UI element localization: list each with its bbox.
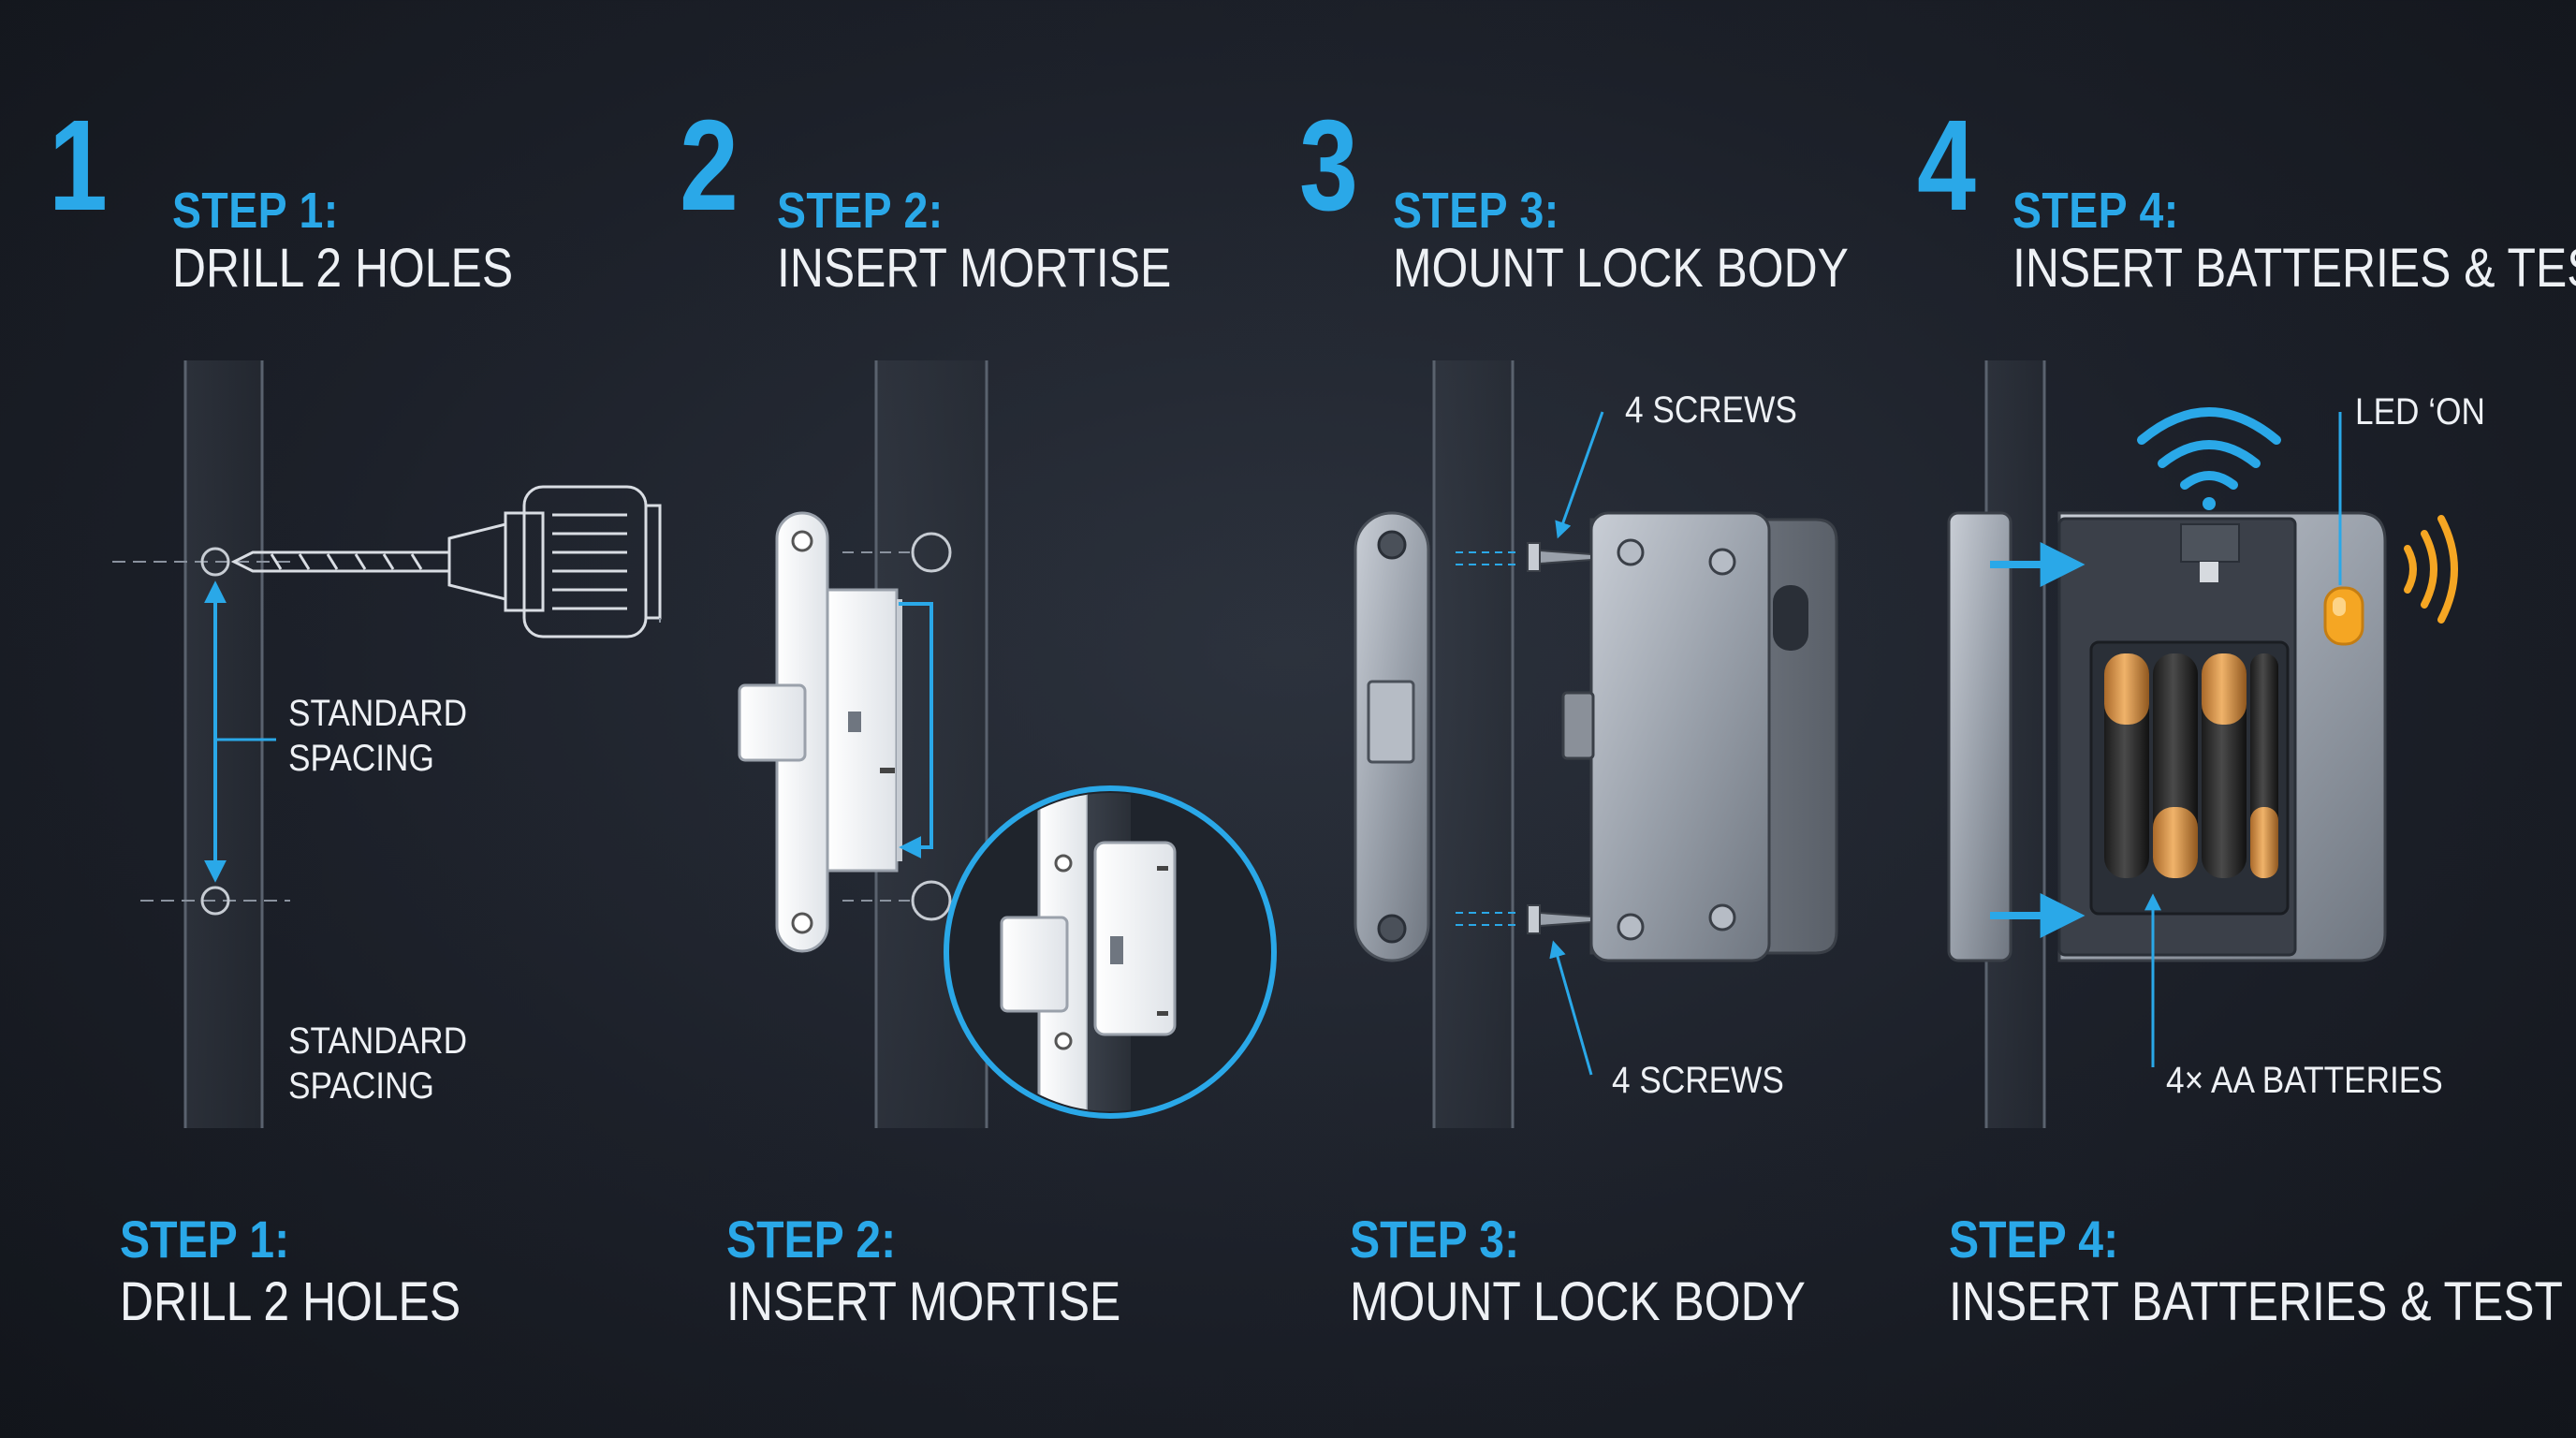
step-2-number: 2 [680, 94, 739, 238]
step-1-number: 1 [49, 94, 108, 238]
step-1-label: STEP 1: [172, 183, 339, 239]
standard-spacing-line-1: STANDARD [288, 1020, 468, 1062]
step-1-title: DRILL 2 HOLES [172, 238, 514, 299]
step-2-label: STEP 2: [777, 183, 944, 239]
bottom-step-1-title: DRILL 2 HOLES [120, 1271, 461, 1332]
standard-spacing-line-1: STANDARD [288, 693, 468, 734]
bottom-step-4-title: INSERT BATTERIES & TEST [1949, 1271, 2563, 1332]
step-3-illustration [1354, 360, 1838, 1128]
drill-icon [230, 485, 662, 638]
led-label: LED ‘ON [2355, 391, 2485, 433]
sound-waves-icon [2404, 515, 2458, 624]
battery-pack-icon [2089, 640, 2290, 916]
standard-spacing-line-2: SPACING [288, 1065, 434, 1107]
bottom-step-1-label: STEP 1: [120, 1210, 290, 1269]
bottom-step-3-title: MOUNT LOCK BODY [1350, 1271, 1806, 1332]
step-3-number: 3 [1299, 94, 1358, 238]
step-1-illustration [112, 360, 662, 1128]
screw-bottom-icon [1456, 904, 1592, 934]
screws-top-label: 4 SCREWS [1625, 389, 1797, 431]
mortise-lock-icon [738, 511, 902, 953]
lock-body-icon [1561, 511, 1838, 962]
step-4-number: 4 [1917, 94, 1976, 238]
step-4-label: STEP 4: [2012, 183, 2179, 239]
wifi-icon [2137, 407, 2281, 490]
bottom-step-3-label: STEP 3: [1350, 1210, 1520, 1269]
screw-top-icon [1456, 542, 1592, 572]
standard-spacing-label-2: STANDARD SPACING [288, 1019, 467, 1108]
standard-spacing-line-2: SPACING [288, 738, 434, 779]
bottom-step-2-label: STEP 2: [726, 1210, 897, 1269]
step-3-title: MOUNT LOCK BODY [1393, 238, 1849, 299]
standard-spacing-label-1: STANDARD SPACING [288, 691, 467, 781]
step-4-title: INSERT BATTERIES & TEST [2012, 238, 2576, 299]
screws-bottom-label: 4 SCREWS [1612, 1060, 1784, 1101]
step-2-illustration [738, 360, 1277, 1128]
step-2-title: INSERT MORTISE [777, 238, 1172, 299]
batteries-label: 4× AA BATTERIES [2166, 1060, 2443, 1101]
bottom-step-4-label: STEP 4: [1949, 1210, 2119, 1269]
bottom-step-2-title: INSERT MORTISE [726, 1271, 1121, 1332]
step-4-illustration [1947, 360, 2458, 1128]
step-3-label: STEP 3: [1393, 183, 1559, 239]
